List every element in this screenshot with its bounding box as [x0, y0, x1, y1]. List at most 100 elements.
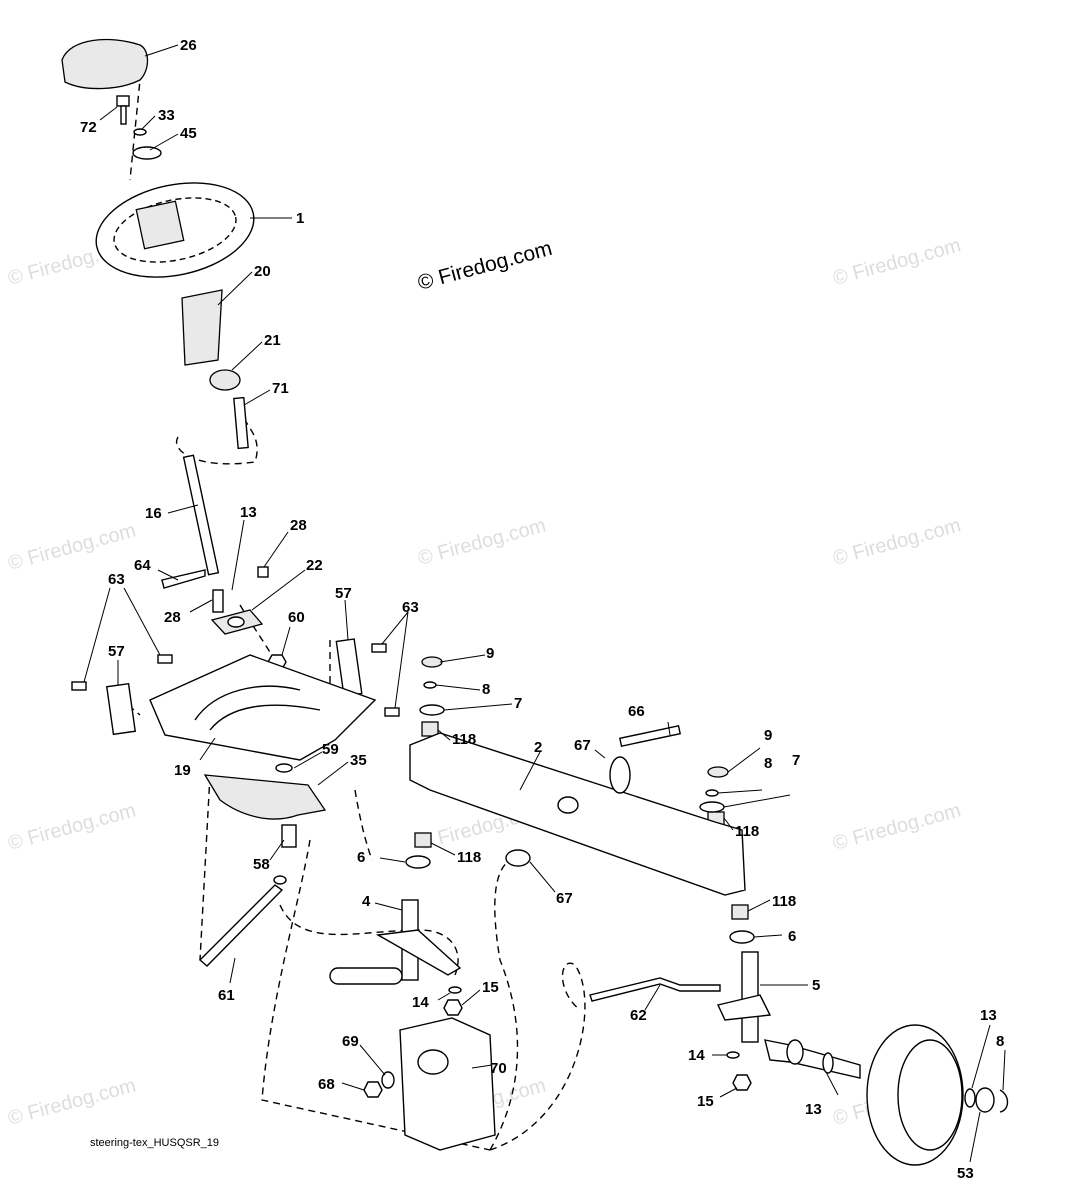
callout-45: 45	[180, 125, 197, 142]
bushing	[414, 832, 432, 848]
drag-link	[198, 884, 284, 967]
screw	[157, 654, 173, 664]
callout-118: 118	[452, 731, 476, 748]
cotter-clip	[161, 569, 206, 589]
watermark: © Firedog.com	[831, 800, 964, 855]
callout-15: 15	[697, 1093, 714, 1110]
callout-63: 63	[108, 571, 125, 588]
bracket-plate	[105, 682, 137, 736]
main-watermark: © Firedog.com	[415, 237, 554, 295]
sector-gear	[203, 774, 327, 820]
callout-19: 19	[174, 762, 191, 779]
spacer	[609, 756, 631, 794]
callout-64: 64	[134, 557, 151, 574]
callout-71: 71	[272, 380, 289, 397]
washer	[699, 801, 725, 813]
bolt	[116, 95, 130, 107]
callout-28: 28	[164, 609, 181, 626]
assembly-lines	[109, 59, 586, 1151]
callout-8: 8	[482, 681, 490, 698]
callout-9: 9	[764, 727, 772, 744]
washer	[405, 855, 431, 869]
screw	[384, 707, 400, 717]
callout-13: 13	[980, 1007, 997, 1024]
callout-33: 33	[158, 107, 175, 124]
callout-labels: 26 72 33 45 1 20 21 71 16 13 28 64 28 22…	[80, 37, 1004, 1182]
spindle-arm-left	[375, 929, 462, 976]
callout-68: 68	[318, 1076, 335, 1093]
plate-slot	[209, 704, 321, 731]
callout-63: 63	[402, 599, 419, 616]
steering-tube	[233, 396, 249, 450]
bearing	[227, 616, 245, 628]
axle-pivot-hole	[557, 796, 579, 814]
washer	[729, 930, 755, 944]
watermark: © Firedog.com	[831, 515, 964, 570]
bushing	[731, 904, 749, 920]
screw	[71, 681, 87, 691]
steering-cap	[61, 38, 149, 90]
callout-70: 70	[490, 1060, 507, 1077]
bushing	[421, 721, 439, 737]
callout-7: 7	[514, 695, 522, 712]
washer	[964, 1088, 976, 1108]
callout-72: 72	[80, 119, 97, 136]
callout-13: 13	[240, 504, 257, 521]
bolt-shank	[120, 105, 127, 125]
steering-shaft	[182, 454, 220, 576]
shoulder-bolt	[281, 824, 297, 848]
front-axle	[409, 732, 746, 896]
washer	[419, 704, 445, 716]
callout-57: 57	[108, 643, 125, 660]
steering-bracket	[399, 1017, 496, 1151]
drag-link-end	[273, 875, 287, 885]
callout-14: 14	[412, 994, 429, 1011]
callout-21: 21	[264, 332, 281, 349]
callout-53: 53	[957, 1165, 974, 1182]
callout-22: 22	[306, 557, 323, 574]
callout-15: 15	[482, 979, 499, 996]
callout-9: 9	[486, 645, 494, 662]
callout-14: 14	[688, 1047, 705, 1064]
lock-washer	[133, 128, 147, 136]
front-wheel-hub	[897, 1039, 963, 1151]
callout-66: 66	[628, 703, 645, 720]
nut	[363, 1081, 383, 1098]
tie-rod	[589, 977, 721, 1002]
dust-cap	[707, 766, 729, 778]
parts	[61, 38, 1009, 1166]
callout-118: 118	[772, 893, 796, 910]
callout-28: 28	[290, 517, 307, 534]
watermark: © Firedog.com	[6, 800, 139, 855]
spacer	[505, 849, 531, 867]
leader-lines	[83, 44, 1006, 1163]
flat-washer	[132, 146, 162, 160]
watermark: © Firedog.com	[831, 235, 964, 290]
callout-69: 69	[342, 1033, 359, 1050]
dust-cap	[421, 656, 443, 668]
spindle-axle-right	[764, 1039, 861, 1079]
callout-118: 118	[457, 849, 481, 866]
callout-62: 62	[630, 1007, 647, 1024]
e-clip	[999, 1089, 1009, 1113]
callout-67: 67	[556, 890, 573, 907]
e-ring	[423, 681, 437, 689]
callout-20: 20	[254, 263, 271, 280]
nut	[732, 1074, 752, 1091]
spindle-axle-left	[329, 967, 403, 985]
callout-67: 67	[574, 737, 591, 754]
bolt	[212, 589, 224, 613]
watermark: © Firedog.com	[6, 520, 139, 575]
watermark: © Firedog.com	[6, 1075, 139, 1130]
callout-8: 8	[996, 1033, 1004, 1050]
diagram-filename: steering-tex_HUSQSR_19	[90, 1137, 219, 1149]
callout-4: 4	[362, 893, 371, 910]
callout-16: 16	[145, 505, 162, 522]
callout-2: 2	[534, 739, 542, 756]
callout-118: 118	[735, 823, 759, 840]
washer	[975, 1087, 995, 1113]
callout-59: 59	[322, 741, 339, 758]
callout-35: 35	[350, 752, 367, 769]
callout-6: 6	[788, 928, 796, 945]
